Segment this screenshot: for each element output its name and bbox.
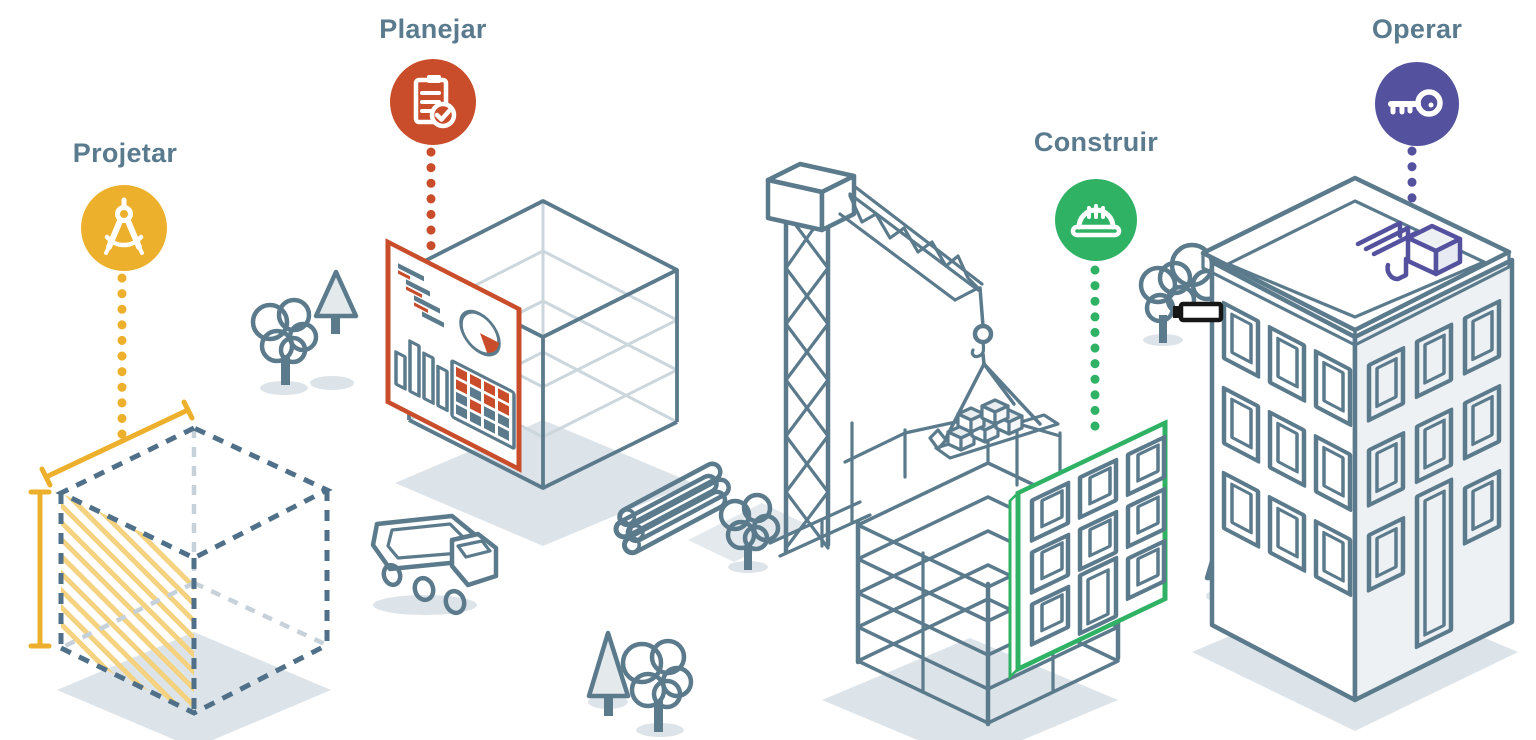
building-door <box>1414 477 1454 650</box>
operar-illustration <box>1138 146 1518 731</box>
rooftop-hvac-unit <box>1355 220 1463 282</box>
bar-chart <box>394 339 449 413</box>
planejar-illustration <box>250 147 731 737</box>
tree-crane-base <box>718 492 781 573</box>
facade-panel <box>1008 419 1168 680</box>
step-label-construir: Construir <box>1033 127 1159 157</box>
step-label-planejar: Planejar <box>379 14 487 44</box>
step-label-projetar: Projetar <box>72 138 178 168</box>
dump-truck <box>370 513 499 616</box>
construir-illustration <box>688 161 1252 740</box>
ground-shadow <box>822 638 1118 740</box>
crane-jib <box>838 184 984 302</box>
building-windows-right <box>1366 298 1502 650</box>
facade-door <box>1077 555 1119 636</box>
trees-bottom <box>586 630 694 737</box>
tower-crane <box>765 161 1060 555</box>
hard-hat-icon <box>1070 204 1122 238</box>
badge-operar <box>1375 62 1459 146</box>
park-bench <box>1173 301 1224 323</box>
building-roof <box>1200 175 1512 347</box>
building-windows-left <box>1221 300 1353 597</box>
badge-projetar <box>81 185 167 271</box>
brick-pallet <box>928 398 1060 460</box>
badge-planejar <box>390 59 476 145</box>
pie-chart <box>459 309 501 357</box>
gantt-chart <box>398 263 444 328</box>
pipe-stack <box>613 461 731 556</box>
calendar-grid <box>450 359 516 450</box>
projetar-illustration <box>28 273 333 740</box>
dimension-lines <box>28 399 195 649</box>
clipboard-check-icon <box>413 75 457 129</box>
step-label-operar: Operar <box>1371 14 1463 44</box>
badge-construir <box>1055 179 1137 261</box>
completed-building <box>1200 175 1515 703</box>
trees-left <box>250 269 359 395</box>
trees-operar <box>1138 242 1224 346</box>
facade-windows <box>1029 434 1167 647</box>
dashed-concept-cube <box>55 425 333 716</box>
key-icon <box>1388 89 1443 117</box>
lifting-sling <box>944 352 1042 440</box>
planning-dashboard-panel <box>385 238 522 473</box>
drafting-compass-icon <box>104 197 144 255</box>
dashed-cube-hidden-edges <box>60 428 328 651</box>
